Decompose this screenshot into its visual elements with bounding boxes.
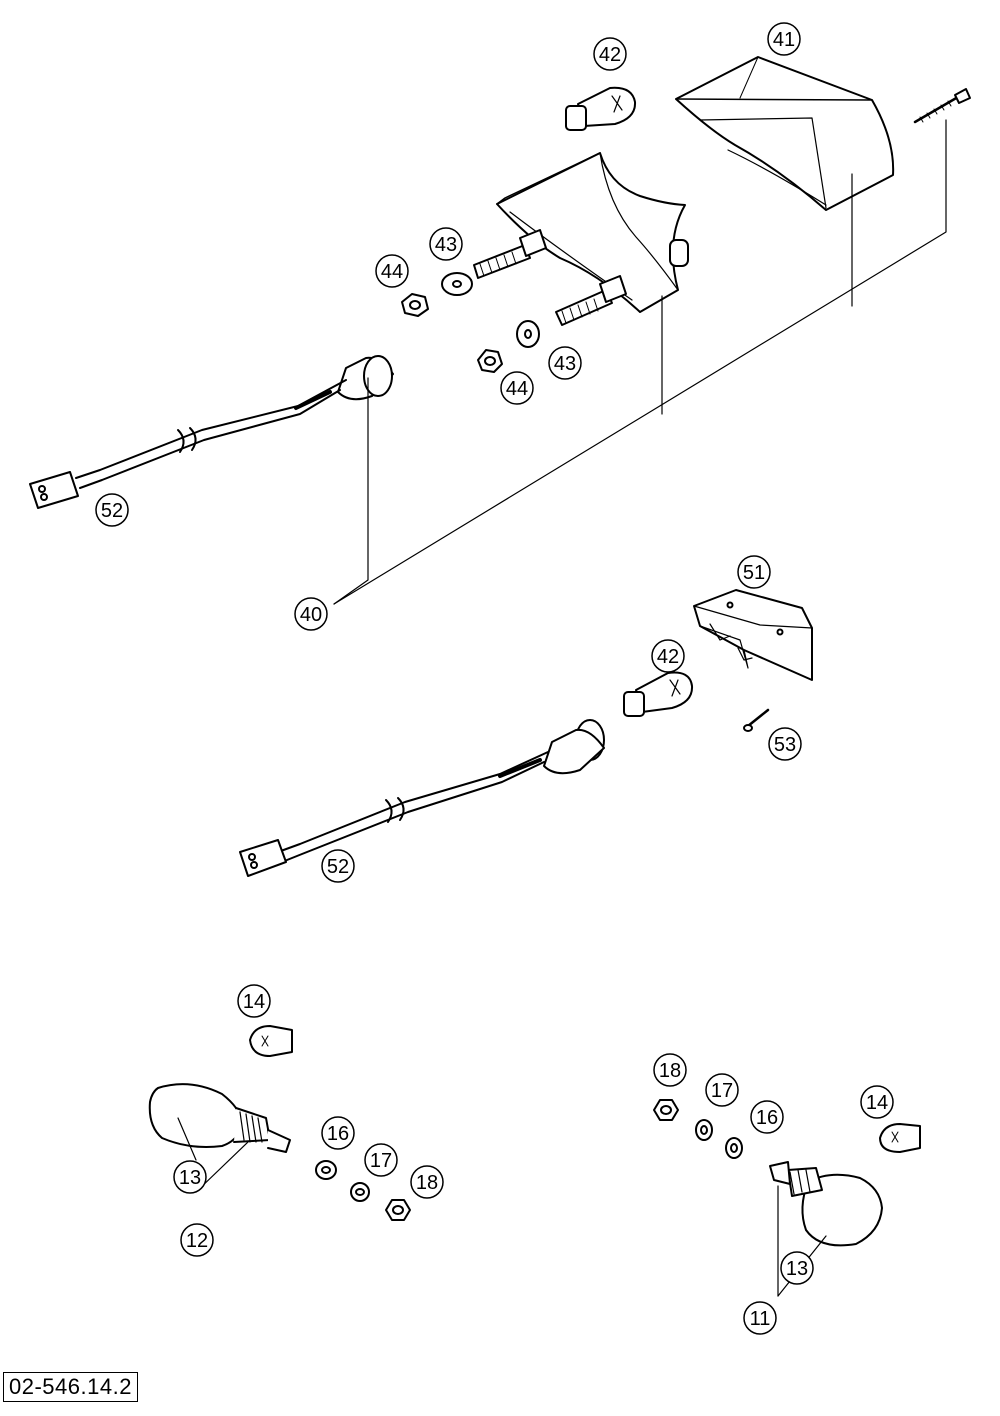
svg-text:52: 52 [327,856,349,878]
svg-text:42: 42 [599,44,621,66]
turn-signal-left-part [148,1083,291,1153]
callout-18: 18 [410,1165,444,1199]
washer-part [441,272,473,296]
callout-12: 12 [180,1223,214,1257]
svg-text:16: 16 [327,1123,349,1145]
tail-light-lens-part [675,56,895,211]
svg-text:53: 53 [774,734,796,756]
svg-text:12: 12 [186,1230,208,1252]
callout-52: 52 [321,849,355,883]
callout-18: 18 [653,1053,687,1087]
svg-text:44: 44 [506,378,528,400]
callout-11: 11 [743,1301,777,1335]
washer-part [725,1137,743,1159]
bulb-part [879,1123,921,1153]
callout-13: 13 [780,1251,814,1285]
nut-part [385,1199,411,1221]
washer-part [315,1160,337,1180]
callout-17: 17 [705,1073,739,1107]
callout-42: 42 [593,37,627,71]
nut-part [653,1099,679,1121]
svg-text:18: 18 [659,1060,681,1082]
callout-44: 44 [500,371,534,405]
svg-text:16: 16 [756,1107,778,1129]
callout-17: 17 [364,1143,398,1177]
svg-text:18: 18 [416,1172,438,1194]
callout-51: 51 [737,555,771,589]
svg-text:14: 14 [243,991,265,1013]
bulb-part [249,1025,293,1057]
diagram-code-label: 02-546.14.2 [3,1372,138,1402]
callout-13: 13 [173,1160,207,1194]
bulb-part [565,86,637,131]
nut-part [401,293,429,317]
callout-16: 16 [750,1100,784,1134]
screw-part [743,708,770,732]
tail-light-housing-part [473,152,689,326]
washer-part [516,320,540,348]
callout-41: 41 [767,22,801,56]
callout-40: 40 [294,597,328,631]
nut-part [477,349,503,373]
callout-42: 42 [651,639,685,673]
lock-washer-part [695,1119,713,1141]
callout-16: 16 [321,1116,355,1150]
svg-text:17: 17 [370,1150,392,1172]
svg-text:52: 52 [101,500,123,522]
svg-text:40: 40 [300,604,322,626]
callout-53: 53 [768,727,802,761]
svg-text:13: 13 [786,1258,808,1280]
svg-text:42: 42 [657,646,679,668]
callout-43: 43 [548,346,582,380]
svg-text:11: 11 [750,1308,771,1330]
svg-text:17: 17 [711,1080,733,1102]
cable-harness-part [239,719,605,877]
svg-text:43: 43 [554,353,576,375]
plate-light-housing-part [693,589,813,681]
callout-43: 43 [429,227,463,261]
screw-part [913,88,971,124]
cable-harness-part [29,355,394,509]
svg-text:44: 44 [381,261,403,283]
svg-text:13: 13 [179,1167,201,1189]
callout-52: 52 [95,493,129,527]
svg-text:14: 14 [866,1092,888,1114]
callout-14: 14 [860,1085,894,1119]
turn-signal-right-part [769,1161,883,1247]
lock-washer-part [350,1182,370,1202]
bulb-part [623,671,694,717]
callout-44: 44 [375,254,409,288]
callout-14: 14 [237,984,271,1018]
svg-text:43: 43 [435,234,457,256]
svg-text:41: 41 [773,29,795,51]
svg-text:51: 51 [743,562,765,584]
